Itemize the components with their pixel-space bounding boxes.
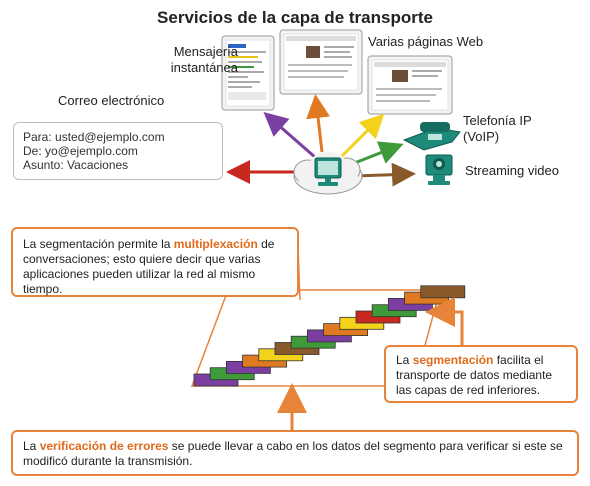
label-voip-line2: (VoIP): [463, 129, 500, 144]
email-from: De: yo@ejemplo.com: [23, 144, 138, 158]
label-im-line1: Mensajería: [173, 44, 238, 59]
label-streaming: Streaming video: [465, 163, 559, 178]
email-to: Para: usted@ejemplo.com: [23, 130, 165, 144]
segmentation-highlight: segmentación: [412, 353, 494, 367]
label-im-line2: instantánea: [170, 60, 238, 75]
segmentation-text-pre: La: [396, 353, 413, 367]
label-web: Varias páginas Web: [368, 34, 484, 49]
error-text-post: se puede llevar a cabo en los datos del …: [23, 439, 563, 468]
arrow-streaming: [355, 162, 416, 187]
segments-stack: [193, 285, 466, 387]
computer-icon: [314, 157, 342, 186]
error-check-callout: La verificación de errores se puede llev…: [11, 430, 579, 476]
arrow-voip: [351, 141, 404, 166]
im-screenshot: [221, 35, 275, 111]
label-email: Correo electrónico: [58, 93, 165, 108]
label-voip: Telefonía IP (VoIP): [463, 113, 532, 145]
web-page-screenshot-2: [367, 55, 453, 115]
multiplexing-highlight: multiplexación: [173, 237, 258, 251]
error-highlight: verificación de errores: [39, 439, 169, 453]
web-page-screenshot-1: [279, 29, 363, 95]
arrow-segmentation: [425, 297, 464, 346]
email-preview: Para: usted@ejemplo.com De: yo@ejemplo.c…: [13, 122, 223, 180]
arrow-web-1: [306, 94, 330, 153]
video-camera-icon: [425, 154, 453, 185]
page-title: Servicios de la capa de transporte: [157, 8, 433, 27]
segmentation-text-post: facilita el transporte de datos mediante…: [396, 353, 553, 397]
arrow-im: [263, 112, 317, 160]
multiplexing-text-post: de conversaciones; esto quiere decir que…: [23, 237, 275, 296]
arrow-web-2: [340, 113, 385, 158]
segment-block: [420, 285, 466, 299]
multiplexing-callout: La segmentación permite la multiplexació…: [11, 227, 299, 297]
segmentation-callout: La segmentación facilita el transporte d…: [384, 345, 578, 403]
email-subject: Asunto: Vacaciones: [23, 158, 129, 172]
error-text-pre: La: [23, 439, 40, 453]
ip-phone-icon: [402, 122, 461, 151]
label-voip-line1: Telefonía IP: [463, 113, 532, 128]
multiplexing-text-pre: La segmentación permite la: [23, 237, 174, 251]
label-im: Mensajería instantánea: [142, 44, 238, 76]
